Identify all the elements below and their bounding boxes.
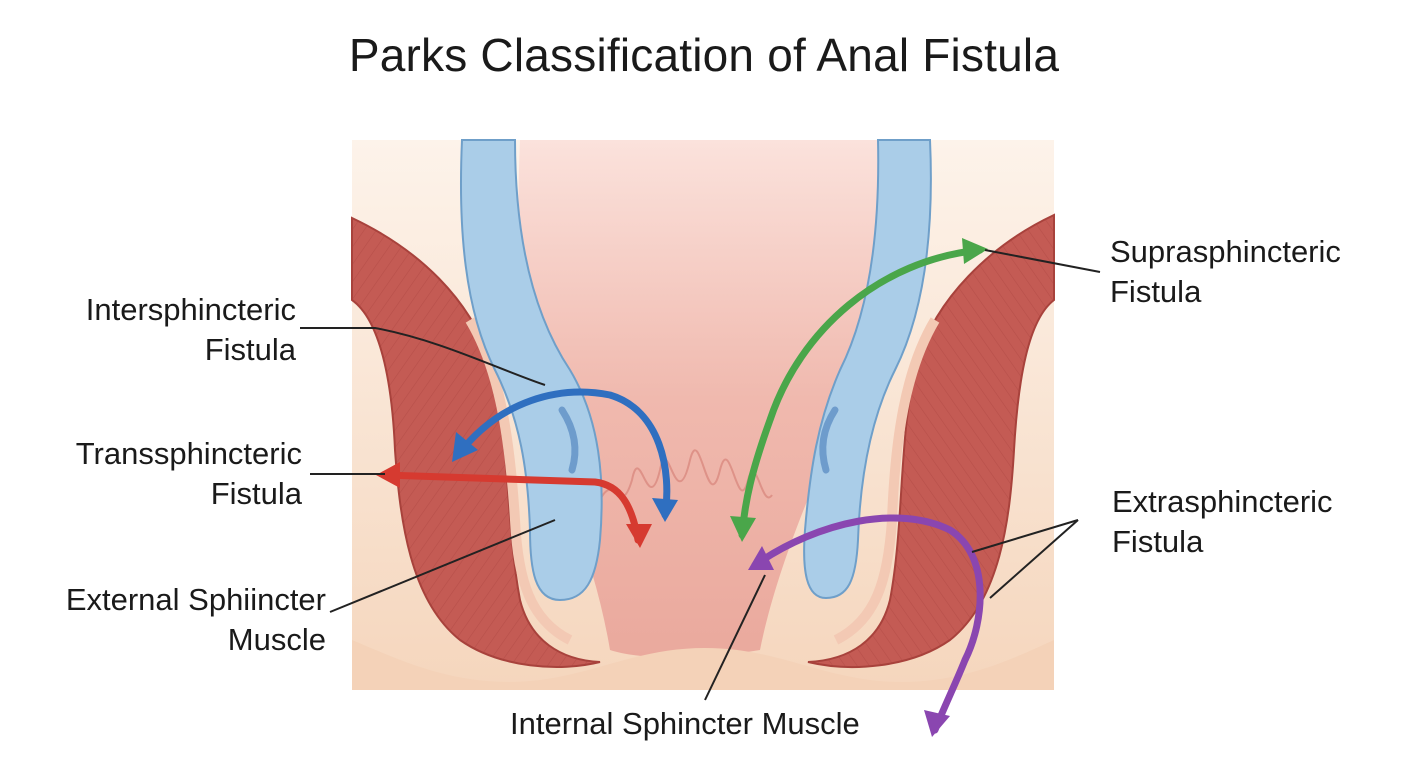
- extrasphincteric-leader-1: [971, 519, 1079, 553]
- right-internal-sphincter: [803, 139, 932, 600]
- diagram-title: Parks Classification of Anal Fistula: [348, 29, 1060, 81]
- extrasphincteric-arrowhead-end: [924, 710, 950, 737]
- anal-canal-lumen: [518, 140, 879, 658]
- label-suprasphincteric-line1: Suprasphincteric: [1110, 234, 1341, 269]
- intersphincteric-arrowhead-end: [652, 498, 678, 522]
- label-intersphincteric-line1: Intersphincteric: [85, 292, 296, 327]
- label-internal-sphincter-line1: Internal Sphincter Muscle: [510, 706, 860, 741]
- left-external-sphincter-fibers: [352, 218, 600, 667]
- suprasphincteric-arrowhead-end: [730, 516, 756, 542]
- label-transsphincteric-fistula: Transsphincteric Fistula: [20, 434, 302, 514]
- leader-lines: [300, 249, 1101, 701]
- extrasphincteric-arrowhead-start: [748, 546, 774, 570]
- label-transsphincteric-line1: Transsphincteric: [75, 436, 302, 471]
- transsphincteric-arrowhead-start: [376, 462, 400, 488]
- label-intersphincteric-line2: Fistula: [204, 332, 296, 367]
- intersphincteric-arrowhead-start: [452, 432, 478, 462]
- label-internal-sphincter-muscle: Internal Sphincter Muscle: [510, 704, 860, 744]
- extrasphincteric-arrow: [751, 514, 984, 734]
- label-transsphincteric-line2: Fistula: [210, 476, 302, 511]
- intersphincteric-leader: [300, 327, 546, 386]
- external-sphincter-leader: [329, 519, 556, 613]
- label-extrasphincteric-line1: Extrasphincteric: [1112, 484, 1333, 519]
- label-suprasphincteric-line2: Fistula: [1110, 274, 1202, 309]
- left-intersphincteric-plane: [465, 317, 573, 645]
- suprasphincteric-arrow: [738, 246, 984, 539]
- right-internal-sphincter-highlight: [819, 406, 839, 474]
- label-external-sphincter-muscle: External Sphiincter Muscle: [20, 580, 326, 660]
- anal-columns: [599, 449, 773, 501]
- label-intersphincteric-fistula: Intersphincteric Fistula: [20, 290, 296, 370]
- transsphincteric-arrowhead-end: [626, 524, 652, 548]
- extrasphincteric-leader-2: [989, 519, 1079, 599]
- right-external-sphincter-fibers: [808, 215, 1054, 667]
- perianal-skin: [352, 640, 1054, 690]
- label-external-sphincter-line1: External Sphiincter: [65, 582, 326, 617]
- left-internal-sphincter: [459, 139, 603, 602]
- intersphincteric-arrow: [454, 388, 671, 519]
- suprasphincteric-arrowhead-start: [962, 238, 988, 264]
- internal-sphincter-leader: [704, 574, 766, 701]
- left-internal-sphincter-highlight: [558, 406, 579, 474]
- label-extrasphincteric-fistula: Extrasphincteric Fistula: [1112, 482, 1333, 562]
- label-external-sphincter-line2: Muscle: [227, 622, 326, 657]
- arrow-heads: [376, 238, 988, 737]
- label-suprasphincteric-fistula: Suprasphincteric Fistula: [1110, 232, 1341, 312]
- label-extrasphincteric-line2: Fistula: [1112, 524, 1204, 559]
- suprasphincteric-leader: [984, 249, 1101, 273]
